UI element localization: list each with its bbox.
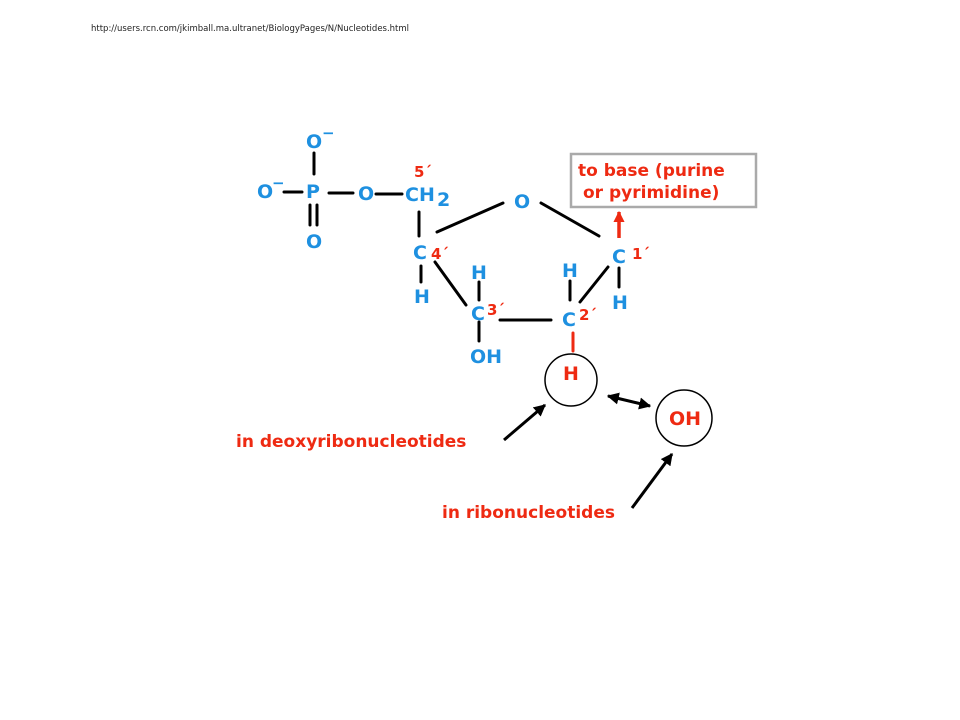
c3-number: 3´ [487, 301, 505, 319]
c1-group: C 1´ H [612, 245, 650, 314]
circle-oh [655, 389, 713, 447]
ester-o: O [358, 183, 374, 205]
c3-c: C [471, 303, 485, 325]
double-arrow [606, 392, 652, 410]
phosphate-group: O − O − P O O [257, 124, 374, 253]
c5-number: 5´ [414, 163, 432, 181]
bond-c4-ring-o [435, 201, 505, 234]
c1-c: C [612, 246, 626, 268]
ribo-arrow [630, 453, 674, 509]
base-box-line1: to base (purine [578, 161, 725, 181]
phosphate-o-bottom: O [306, 231, 322, 253]
c4-number: 4´ [431, 245, 449, 263]
phosphate-p: P [306, 181, 320, 203]
phosphate-o-top-charge: − [322, 124, 335, 142]
source-url: http://users.rcn.com/jkimball.ma.ultrane… [91, 24, 410, 34]
c2-h-top: H [562, 260, 578, 282]
c2-group: H C 2´ H [562, 260, 597, 385]
c3-group: H C 3´ OH [470, 262, 505, 368]
bond-ring-o-c1 [539, 201, 601, 238]
bonds [282, 151, 621, 343]
c5-group: 5´ CH 2 [405, 163, 450, 211]
label-ribonucleotides: in ribonucleotides [442, 503, 615, 523]
ring-o: O [514, 191, 530, 213]
c3-oh: OH [470, 346, 502, 368]
label-deoxyribonucleotides: in deoxyribonucleotides [236, 432, 466, 452]
c4-h: H [414, 286, 430, 308]
c2-h-circled: H [563, 363, 579, 385]
c4-group: C 4´ H [413, 242, 449, 308]
circle-h [544, 353, 598, 407]
c5-ch: CH [405, 184, 435, 206]
phosphate-o-left-charge: − [272, 174, 285, 192]
base-box-line2: or pyrimidine) [583, 183, 719, 203]
c1-number: 1´ [632, 245, 650, 263]
deoxy-arrow [503, 403, 546, 442]
c3-h: H [471, 262, 487, 284]
bond-c2-c1 [578, 265, 610, 304]
c2-number: 2´ [579, 306, 597, 324]
c5-subscript: 2 [437, 189, 450, 211]
phosphate-o-left: O [257, 181, 273, 203]
base-box [569, 152, 758, 209]
c4-c: C [413, 242, 427, 264]
c2-c: C [562, 309, 576, 331]
c1-h: H [612, 292, 628, 314]
oh-circled: OH [669, 408, 701, 430]
bond-c4-c3 [433, 260, 468, 307]
phosphate-o-top: O [306, 131, 322, 153]
